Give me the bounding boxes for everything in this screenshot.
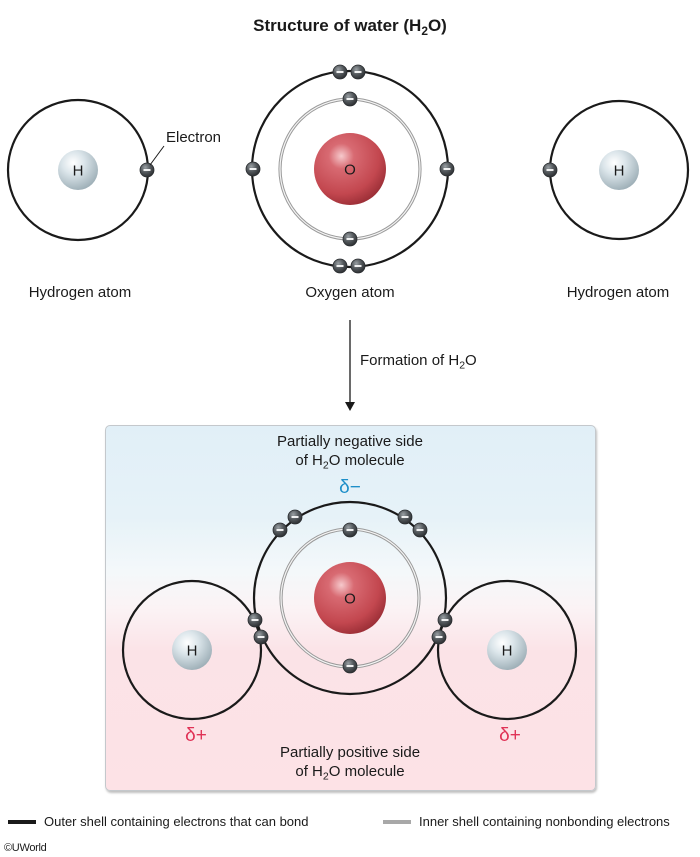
- molecule-hydrogen-right-nucleus-symbol: H: [502, 643, 513, 660]
- molecule-bonding-electron: [431, 629, 447, 645]
- legend-inner-shell-swatch: [383, 820, 411, 824]
- molecule-hydrogen-left-shell: [121, 579, 263, 721]
- minus-sign-icon: [354, 71, 362, 73]
- molecule-lone-pair-electron: [397, 509, 413, 525]
- minus-sign-icon: [546, 169, 554, 171]
- minus-sign-icon: [251, 619, 259, 621]
- minus-sign-icon: [401, 516, 409, 518]
- delta-positive-right-label: δ+: [499, 725, 521, 746]
- minus-sign-icon: [346, 238, 354, 240]
- molecule-bonding-electron: [247, 612, 263, 628]
- oxygen-nucleus-symbol: O: [344, 162, 356, 179]
- oxygen-atom-label: Oxygen atom: [305, 284, 395, 301]
- minus-sign-icon: [416, 529, 424, 531]
- minus-sign-icon: [346, 665, 354, 667]
- minus-sign-icon: [143, 169, 151, 171]
- minus-sign-icon: [435, 636, 443, 638]
- molecule-hydrogen-left-nucleus-symbol: H: [187, 643, 198, 660]
- molecule-inner-electron: [342, 658, 358, 674]
- delta-negative-label: δ−: [339, 477, 361, 498]
- formation-label: Formation of H2O: [360, 352, 477, 372]
- molecule-hydrogen-right-nucleus: H: [487, 630, 527, 670]
- oxygen-outer-electron: [350, 258, 366, 274]
- oxygen-outer-electron: [332, 64, 348, 80]
- oxygen-outer-electron: [245, 161, 261, 177]
- oxygen-inner-electron: [342, 231, 358, 247]
- minus-sign-icon: [257, 636, 265, 638]
- hydrogen-left-electron: [139, 162, 155, 178]
- minus-sign-icon: [346, 98, 354, 100]
- partially-positive-text: Partially positive side of H2O molecule: [279, 744, 421, 783]
- minus-sign-icon: [441, 619, 449, 621]
- hydrogen-atom-right-label: Hydrogen atom: [566, 284, 670, 301]
- molecule-oxygen-nucleus-symbol: O: [344, 591, 356, 608]
- hydrogen-right-nucleus: H: [599, 150, 639, 190]
- minus-sign-icon: [346, 529, 354, 531]
- minus-sign-icon: [276, 529, 284, 531]
- molecule-lone-pair-electron: [412, 522, 428, 538]
- molecule-bonding-electron: [253, 629, 269, 645]
- molecule-inner-electron: [342, 522, 358, 538]
- minus-sign-icon: [249, 168, 257, 170]
- delta-positive-left-label: δ+: [185, 725, 207, 746]
- molecule-bonding-electron: [437, 612, 453, 628]
- copyright: ©UWorld: [4, 842, 47, 854]
- hydrogen-left-nucleus-symbol: H: [73, 163, 84, 180]
- legend-outer-shell-label: Outer shell containing electrons that ca…: [44, 814, 309, 829]
- minus-sign-icon: [354, 265, 362, 267]
- molecule-lone-pair-electron: [272, 522, 288, 538]
- hydrogen-atom-left-label: Hydrogen atom: [28, 284, 132, 301]
- minus-sign-icon: [291, 516, 299, 518]
- oxygen-outer-electron: [350, 64, 366, 80]
- minus-sign-icon: [443, 168, 451, 170]
- oxygen-outer-electron: [332, 258, 348, 274]
- hydrogen-right-electron: [542, 162, 558, 178]
- hydrogen-right-nucleus-symbol: H: [614, 163, 625, 180]
- oxygen-nucleus: O: [314, 133, 386, 205]
- arrow-down-icon: [345, 402, 355, 411]
- legend-outer-shell-swatch: [8, 820, 36, 824]
- diagram-title: Structure of water (H2O): [253, 16, 447, 39]
- molecule-lone-pair-electron: [287, 509, 303, 525]
- molecule-hydrogen-left-nucleus: H: [172, 630, 212, 670]
- legend-inner-shell-label: Inner shell containing nonbonding electr…: [419, 814, 670, 829]
- molecule-hydrogen-right-shell: [436, 579, 578, 721]
- molecule-oxygen-outer-shell: [252, 500, 448, 696]
- minus-sign-icon: [336, 71, 344, 73]
- oxygen-outer-electron: [439, 161, 455, 177]
- minus-sign-icon: [336, 265, 344, 267]
- electron-callout-line: [149, 145, 165, 166]
- partially-negative-text: Partially negative side of H2O molecule: [277, 433, 423, 472]
- hydrogen-left-nucleus: H: [58, 150, 98, 190]
- electron-callout-label: Electron: [166, 129, 222, 146]
- oxygen-inner-electron: [342, 91, 358, 107]
- molecule-oxygen-nucleus: O: [314, 562, 386, 634]
